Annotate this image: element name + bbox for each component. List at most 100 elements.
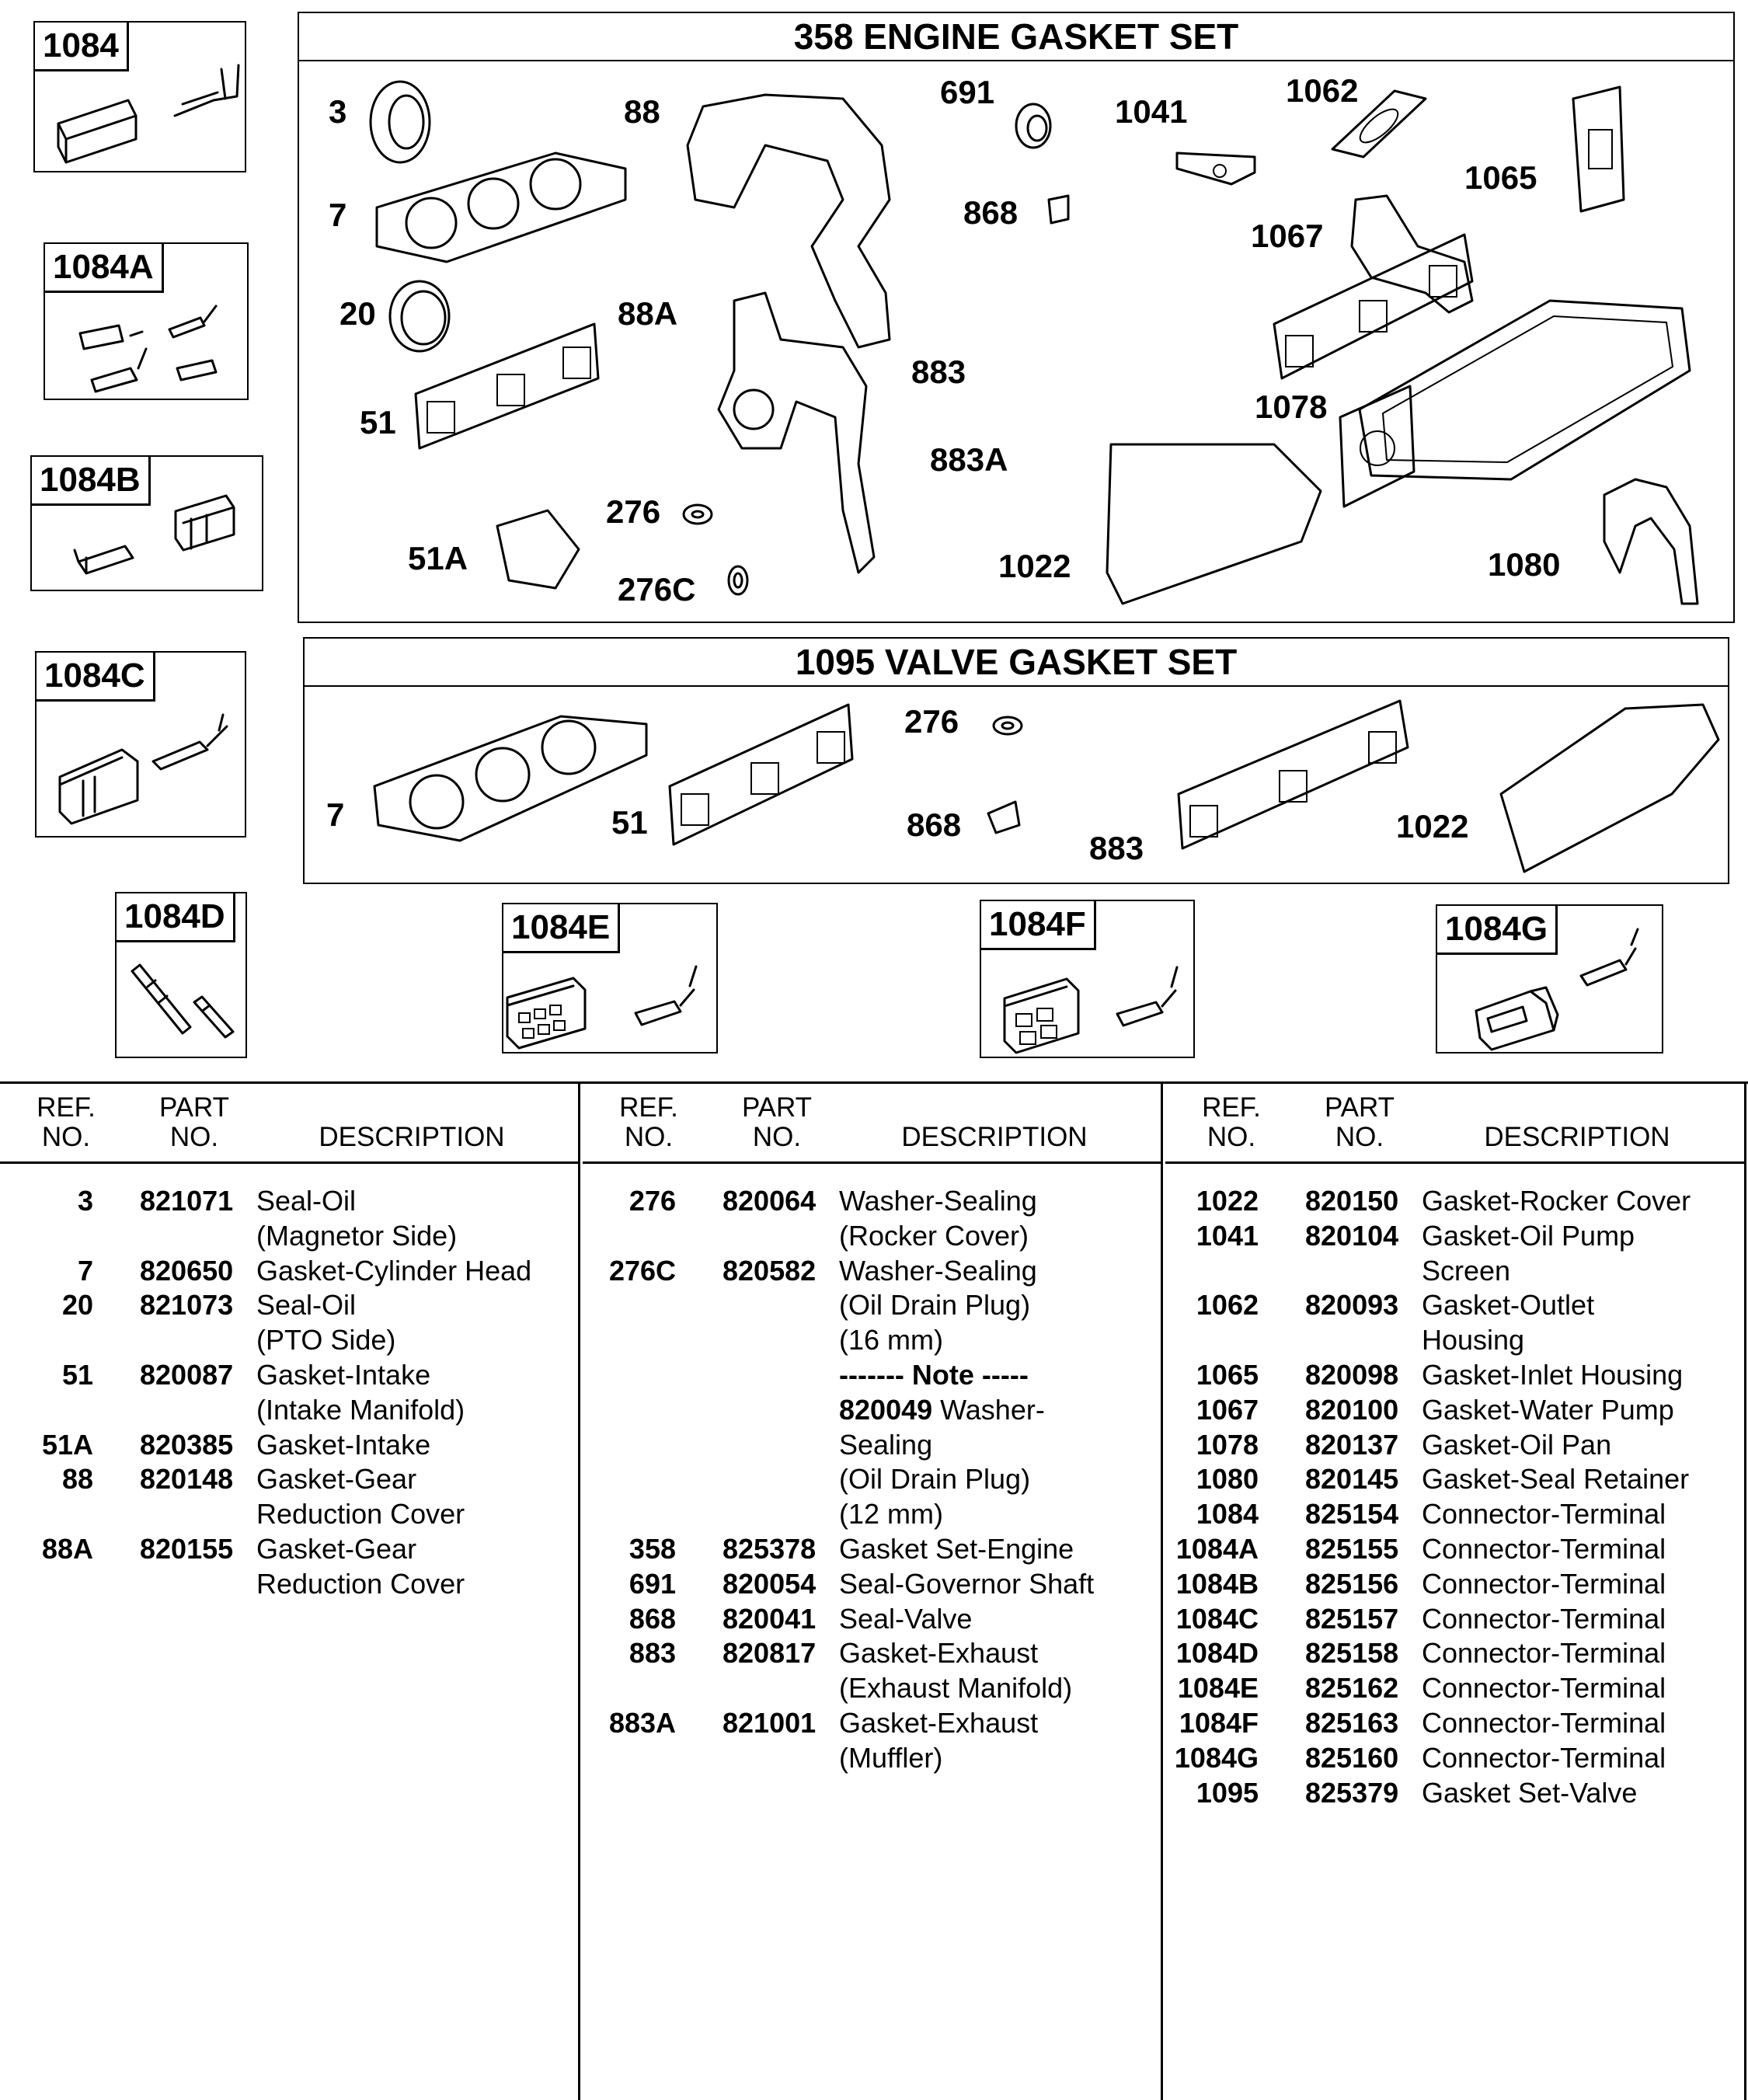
part-number: 825154 — [1305, 1498, 1399, 1531]
part-description: Gasket-Water Pump — [1422, 1393, 1674, 1426]
part-description: 820049 Washer- — [839, 1393, 1045, 1426]
part-description: Reduction Cover — [256, 1567, 465, 1600]
ref-header-top: REF. — [1202, 1092, 1261, 1123]
valve-gasket-set-title: 1095 VALVE GASKET SET — [305, 639, 1728, 687]
part-description: Reduction Cover — [256, 1498, 465, 1531]
part-number: 825160 — [1305, 1741, 1399, 1774]
part-description: Housing — [1422, 1324, 1525, 1356]
part-description: Gasket Set-Engine — [839, 1533, 1074, 1565]
callout-label: 883 — [911, 353, 966, 390]
ref-number: 1065 — [1196, 1359, 1259, 1391]
part-description: Washer-Sealing — [839, 1254, 1037, 1287]
valve-gasket-illustration — [373, 699, 1720, 873]
callout-label: 1065 — [1464, 159, 1537, 196]
callout-label: 88 — [624, 93, 660, 130]
part-number: 820148 — [140, 1463, 234, 1496]
callout-label: 1022 — [1396, 808, 1469, 845]
callout-label: 868 — [907, 806, 962, 843]
ref-number: 1084C — [1175, 1602, 1259, 1635]
part-number: 825155 — [1305, 1533, 1399, 1565]
part-number: 820054 — [723, 1567, 817, 1600]
part-number: 820087 — [140, 1359, 234, 1391]
ref-header-top: REF. — [37, 1092, 96, 1123]
column-divider — [1744, 1084, 1746, 2100]
ref-number: 7 — [77, 1254, 93, 1287]
engine-gasket-set-title: 358 ENGINE GASKET SET — [299, 13, 1733, 61]
part-number: 825158 — [1305, 1637, 1399, 1670]
ref-number: 88 — [61, 1463, 93, 1496]
ref-number: 1062 — [1196, 1289, 1259, 1322]
ref-number: 1041 — [1196, 1219, 1259, 1252]
part-description: (12 mm) — [839, 1498, 943, 1531]
callout-label: 51A — [408, 540, 468, 576]
column-divider — [1161, 1084, 1163, 2100]
connector-label: 1084 — [33, 21, 129, 71]
part-description: ------- Note ----- — [839, 1359, 1029, 1391]
part-description: Seal-Oil — [256, 1289, 357, 1322]
connector-1084-panel: 1084 — [33, 21, 246, 172]
callout-label: 88A — [618, 295, 678, 332]
description-header: DESCRIPTION — [901, 1122, 1088, 1152]
part-description: Screen — [1422, 1254, 1511, 1287]
callout-label: 276 — [606, 493, 661, 530]
part-header-top: PART — [1324, 1092, 1395, 1123]
part-description: Gasket-Cylinder Head — [256, 1254, 532, 1287]
connector-label: 1084F — [980, 900, 1096, 950]
connector-1084a-panel: 1084A — [44, 242, 249, 400]
connector-illustration — [73, 494, 235, 575]
callout-label: 51 — [611, 804, 648, 841]
column-divider — [578, 1084, 580, 2100]
part-description: (Magnetor Side) — [256, 1219, 458, 1252]
part-number: 825157 — [1305, 1602, 1399, 1635]
part-description: Connector-Terminal — [1422, 1498, 1666, 1531]
ref-number: 1067 — [1196, 1393, 1259, 1426]
part-description: Connector-Terminal — [1422, 1707, 1666, 1739]
part-description: (Rocker Cover) — [839, 1219, 1029, 1252]
part-description: (Oil Drain Plug) — [839, 1289, 1031, 1322]
part-description: Connector-Terminal — [1422, 1672, 1666, 1705]
callout-label: 7 — [326, 796, 345, 833]
ref-number: 1080 — [1196, 1463, 1259, 1496]
table-header: REF. NO. PART NO. DESCRIPTION — [583, 1093, 1161, 1155]
part-header-bottom: NO. — [1335, 1122, 1384, 1152]
ref-number: 276 — [629, 1185, 676, 1217]
ref-number: 51A — [41, 1428, 93, 1461]
part-number: 820385 — [140, 1428, 234, 1461]
part-number: 820098 — [1305, 1359, 1399, 1391]
callout-label: 868 — [963, 194, 1019, 231]
part-description: (Intake Manifold) — [256, 1393, 465, 1426]
part-header-bottom: NO. — [169, 1122, 219, 1152]
callout-label: 1041 — [1115, 93, 1188, 130]
part-description: (Oil Drain Plug) — [839, 1463, 1031, 1496]
part-description: Seal-Oil — [256, 1185, 357, 1217]
ref-number: 88A — [41, 1533, 93, 1565]
callout-label: 691 — [940, 74, 995, 110]
header-rule — [583, 1161, 1161, 1164]
table-header: REF. NO. PART NO. DESCRIPTION — [0, 1093, 578, 1155]
part-description: Gasket-Oil Pan — [1422, 1428, 1612, 1461]
part-number: 820145 — [1305, 1463, 1399, 1496]
part-description: Connector-Terminal — [1422, 1741, 1666, 1774]
part-number: 820582 — [723, 1254, 817, 1287]
connector-label: 1084G — [1436, 904, 1558, 955]
callout-label: 1067 — [1251, 218, 1324, 254]
connector-illustration — [506, 965, 698, 1050]
connector-1084d-panel: 1084D — [115, 892, 247, 1058]
engine-gasket-illustration — [369, 80, 1699, 605]
connector-1084c-panel: 1084C — [35, 651, 246, 838]
part-description: Connector-Terminal — [1422, 1533, 1666, 1565]
part-description: Sealing — [839, 1428, 933, 1461]
connector-1084g-panel: 1084G — [1436, 904, 1663, 1053]
part-description: Connector-Terminal — [1422, 1637, 1666, 1670]
ref-header-bottom: NO. — [41, 1122, 91, 1152]
part-header-top: PART — [741, 1092, 813, 1123]
part-number: 820100 — [1305, 1393, 1399, 1426]
part-description: Gasket Set-Valve — [1422, 1776, 1638, 1809]
connector-illustration — [1475, 928, 1639, 1051]
connector-1084b-panel: 1084B — [30, 455, 263, 591]
ref-number: 1084F — [1179, 1707, 1259, 1739]
ref-number: 51 — [61, 1359, 93, 1391]
